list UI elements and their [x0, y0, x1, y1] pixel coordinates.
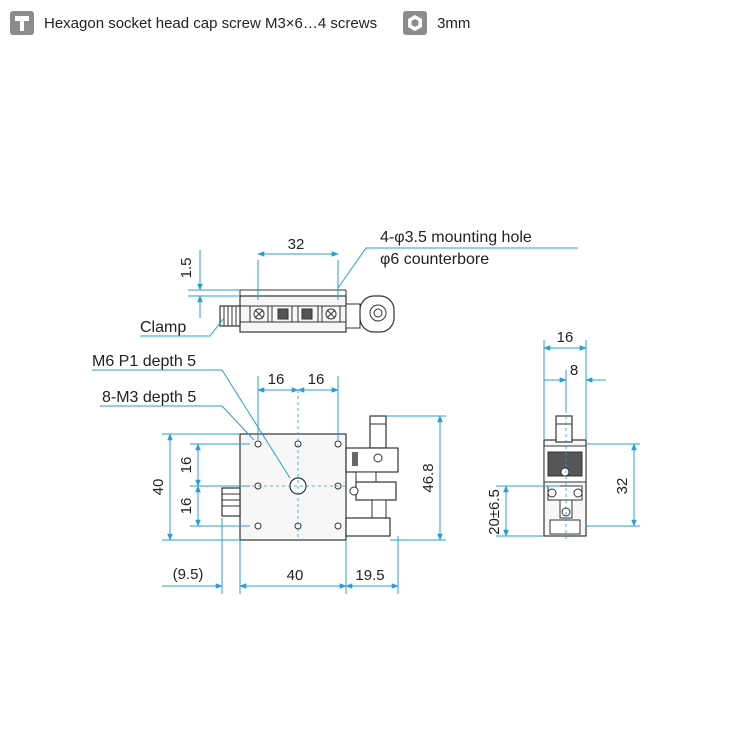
dim-pitch-v-bottom: 16 — [178, 498, 195, 515]
counterbore-callout: φ6 counterbore — [380, 251, 489, 268]
dim-bottom-width: 40 — [287, 567, 304, 584]
front-view: 16 16 M6 P1 depth 5 8-M3 depth 5 40 16 1… — [92, 353, 446, 594]
tap-holes-callout: 8-M3 depth 5 — [102, 389, 196, 406]
dim-side-width-16: 16 — [557, 329, 574, 346]
mounting-hole-icon — [253, 308, 265, 320]
hex-key-icon — [403, 11, 428, 35]
dim-height-40: 40 — [150, 479, 167, 496]
wrench-size-text: 3mm — [437, 14, 471, 32]
top-view: 32 1.5 4-φ3.5 mounting hole φ6 counterbo… — [140, 229, 578, 337]
adjustment-knob-icon — [345, 415, 399, 537]
screw-spec-text: Hexagon socket head cap screw M3×6…4 scr… — [44, 14, 378, 32]
clamp-knob-icon — [219, 305, 241, 327]
mounting-hole-icon — [325, 308, 337, 320]
dim-side-height-32: 32 — [614, 478, 631, 495]
dim-height-46-8: 46.8 — [420, 463, 437, 492]
legend-bar: Hexagon socket head cap screw M3×6…4 scr… — [10, 10, 470, 36]
mounting-hole-callout: 4-φ3.5 mounting hole — [380, 229, 532, 246]
adjustment-knob-icon — [345, 295, 395, 333]
dim-pitch-right: 16 — [308, 371, 325, 388]
cap-screw-icon — [10, 11, 34, 35]
side-view: 16 8 32 20±6.5 — [486, 329, 640, 540]
center-tap-callout: M6 P1 depth 5 — [92, 353, 196, 370]
dim-top-height: 1.5 — [178, 258, 195, 279]
dim-top-width: 32 — [288, 236, 305, 253]
dim-bottom-knob: 19.5 — [355, 567, 384, 584]
clamp-knob-icon — [221, 487, 241, 517]
dim-side-travel: 20±6.5 — [486, 489, 503, 535]
dim-pitch-v-top: 16 — [178, 457, 195, 474]
clamp-label: Clamp — [140, 319, 186, 336]
dim-side-width-8: 8 — [570, 362, 578, 379]
dim-pitch-left: 16 — [268, 371, 285, 388]
dim-bottom-offset: (9.5) — [173, 566, 204, 583]
